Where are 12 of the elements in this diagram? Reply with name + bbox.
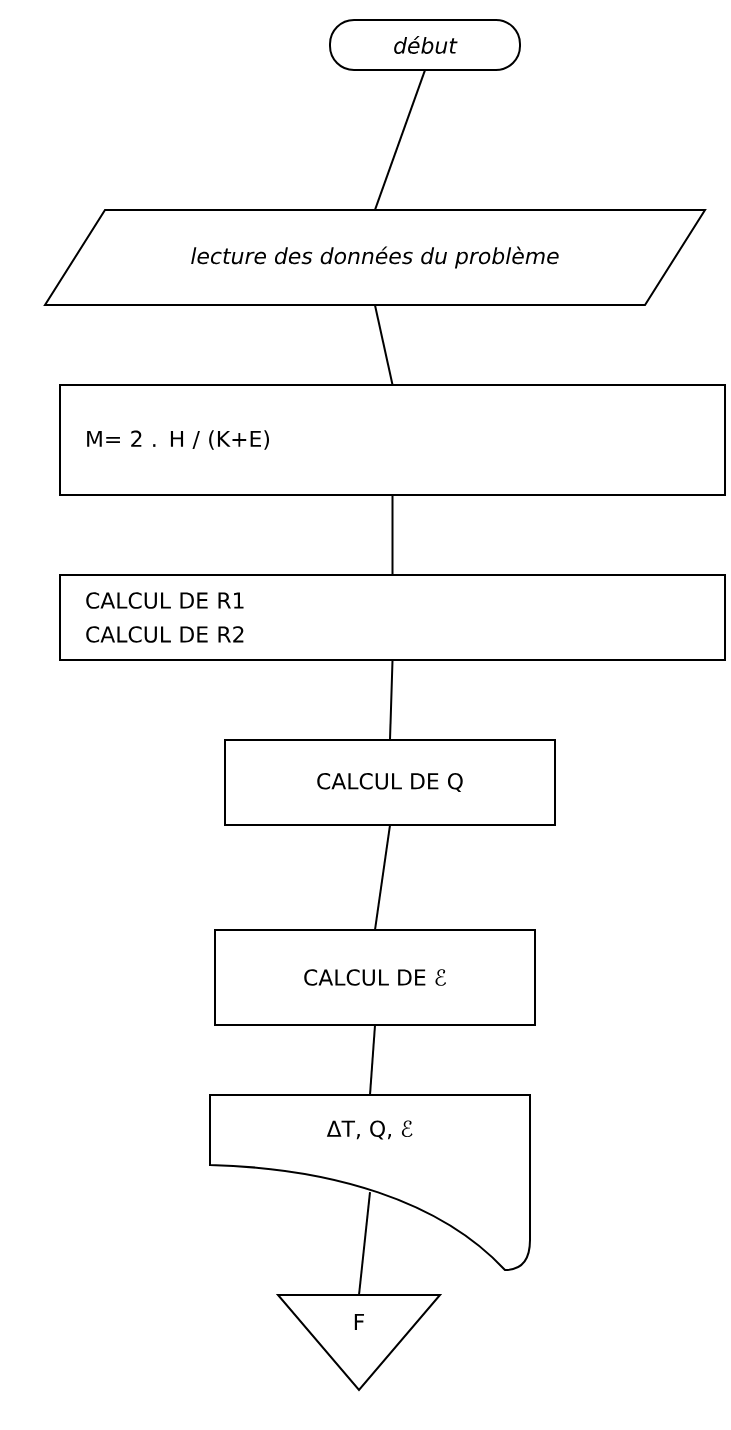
- connector-line: [369, 1024, 376, 1096]
- start-terminal: début: [329, 19, 521, 71]
- process-box: CALCUL DE Q: [224, 739, 556, 826]
- connector-line: [374, 304, 394, 386]
- connector-line: [374, 824, 391, 931]
- process-box: CALCUL DE R1 CALCUL DE R2: [59, 574, 726, 661]
- connector-line: [374, 69, 426, 211]
- process-box: M= 2 . H / (K+E): [59, 384, 726, 496]
- connector-line: [389, 659, 394, 741]
- connector-line: [391, 494, 394, 576]
- connector-line: [358, 1191, 371, 1296]
- process-box: CALCUL DE ℰ: [214, 929, 536, 1026]
